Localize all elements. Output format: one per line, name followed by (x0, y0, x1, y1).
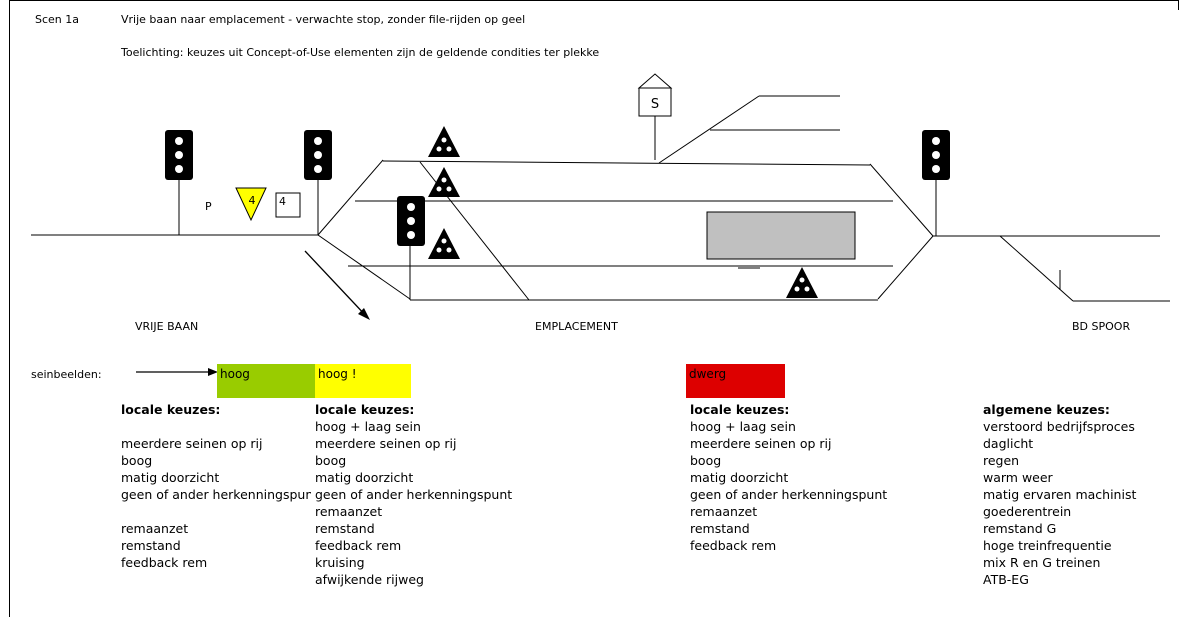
dwarf-signal-2 (428, 167, 460, 197)
p-label: P (205, 200, 212, 213)
aspects-label: seinbeelden: (31, 368, 102, 381)
station-sign-letter: S (651, 97, 659, 112)
list-item: warm weer (983, 470, 1053, 485)
signal-high-1 (165, 130, 193, 180)
scenario-title: Vrije baan naar emplacement - verwachte … (121, 13, 526, 26)
list-col4: algemene keuzes: verstoord bedrijfsproce… (983, 401, 1136, 588)
list-item: boog (121, 453, 153, 468)
list-item: feedback rem (690, 538, 777, 553)
speed-square-value: 4 (279, 195, 286, 208)
list-item: remstand (315, 521, 375, 536)
frame-top-border (9, 0, 1179, 1)
list-item: geen of ander herkenningspunt (690, 487, 888, 502)
list-item: remaanzet (690, 504, 758, 519)
station-sign: S (637, 73, 673, 117)
list-item: matig doorzicht (690, 470, 789, 485)
list-item: remstand (121, 538, 181, 553)
signal-high-4 (922, 130, 950, 180)
list-item: goederentrein (983, 504, 1072, 519)
direction-arrow (304, 250, 370, 320)
list-item: boog (690, 453, 722, 468)
list-col3: locale keuzes: hoog + laag sein meerdere… (690, 401, 887, 554)
list-item: feedback rem (121, 555, 208, 570)
track-switch-left-up (317, 159, 384, 236)
list-item: hoog + laag sein (315, 419, 421, 434)
list-item: remaanzet (315, 504, 383, 519)
zone-label-bd-spoor: BD SPOOR (1072, 320, 1131, 333)
track-switch-right-down (877, 235, 934, 300)
dwarf-signal-4 (786, 267, 818, 298)
speed-triangle-value: 4 (249, 194, 256, 207)
list-item: ATB-EG (983, 572, 1029, 587)
list-item: remstand (690, 521, 750, 536)
dwarf-signal-1 (428, 126, 460, 157)
list-item: daglicht (983, 436, 1034, 451)
list-item: meerdere seinen op rij (315, 436, 457, 451)
list-item: matig doorzicht (315, 470, 414, 485)
list-col1: locale keuzes: meerdere seinen op rij bo… (121, 401, 311, 571)
list-item: afwijkende rijweg (315, 572, 424, 587)
list-col1-header: locale keuzes: (121, 402, 221, 417)
list-item: hoge treinfrequentie (983, 538, 1112, 553)
track-lines (31, 95, 1170, 302)
list-item: matig ervaren machinist (983, 487, 1137, 502)
list-col3-header: locale keuzes: (690, 402, 790, 417)
frame-left-border (9, 0, 10, 617)
aspect-swatch-hoog: hoog (217, 364, 315, 398)
track-bd-diag (999, 235, 1074, 302)
frame-right-border (1178, 0, 1179, 10)
list-item: remaanzet (121, 521, 189, 536)
list-item: geen of ander herkenningspunt (121, 487, 311, 502)
signal-high-3 (397, 196, 425, 246)
track-switch-right-up (869, 163, 934, 237)
list-col2: locale keuzes: hoog + laag sein meerdere… (315, 401, 512, 588)
list-item: boog (315, 453, 347, 468)
list-item: verstoord bedrijfsproces (983, 419, 1135, 434)
scenario-id: Scen 1a (35, 13, 80, 26)
speed-square-sign: 4 (275, 192, 301, 218)
list-col4-header: algemene keuzes: (983, 402, 1110, 417)
aspects-arrow (136, 368, 218, 376)
list-item: geen of ander herkenningspunt (315, 487, 513, 502)
list-item: meerdere seinen op rij (121, 436, 263, 451)
track-siding-diag (658, 95, 760, 164)
list-item: meerdere seinen op rij (690, 436, 832, 451)
dwarf-signal-3 (428, 228, 460, 259)
scenario-note: Toelichting: keuzes uit Concept-of-Use e… (121, 46, 600, 59)
track-station-1 (382, 160, 871, 166)
track-switch-left-down (317, 234, 411, 300)
platform (706, 211, 856, 260)
list-col2-header: locale keuzes: (315, 402, 415, 417)
signal-high-2 (304, 130, 332, 180)
zone-label-vrije-baan: VRIJE BAAN (135, 320, 199, 333)
aspect-swatch-hoog-alert: hoog ! (315, 364, 411, 398)
list-item: matig doorzicht (121, 470, 220, 485)
list-item: remstand G (983, 521, 1057, 536)
list-item: regen (983, 453, 1020, 468)
zone-label-emplacement: EMPLACEMENT (535, 320, 618, 333)
list-item: hoog + laag sein (690, 419, 796, 434)
list-item: mix R en G treinen (983, 555, 1101, 570)
list-item: feedback rem (315, 538, 402, 553)
speed-triangle-sign: 4 (235, 187, 267, 222)
list-item: kruising (315, 555, 365, 570)
aspect-swatch-dwerg: dwerg (686, 364, 785, 398)
